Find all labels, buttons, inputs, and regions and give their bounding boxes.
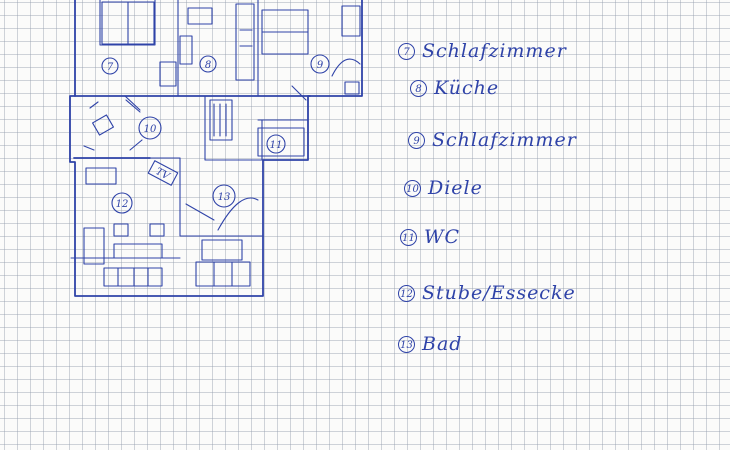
legend-item-9: 9 Schlafzimmer: [408, 127, 577, 153]
room-12-number: 12: [116, 199, 129, 210]
legend-item-8: 8 Küche: [410, 75, 499, 101]
floor-plan: 7 8 9 10 11 12 13 TV: [69, 0, 363, 297]
legend-label: Küche: [434, 77, 500, 99]
legend-item-7: 7 Schlafzimmer: [398, 38, 567, 64]
legend-number-badge: 7: [398, 42, 415, 60]
room-7-furniture: [101, 1, 177, 111]
room-10-number: 10: [144, 124, 157, 135]
room-8-furniture: [179, 3, 255, 81]
room-8-number: 8: [205, 60, 211, 71]
legend-label: WC: [424, 226, 461, 248]
room-7-marker: 7: [101, 57, 119, 75]
legend-number-badge: 8: [410, 79, 427, 97]
legend-label: Schlafzimmer: [432, 129, 577, 151]
room-12-furniture: [83, 160, 179, 287]
room-11-number: 11: [270, 140, 283, 151]
legend-item-13: 13 Bad: [398, 331, 462, 357]
legend-number-badge: 12: [398, 284, 415, 302]
legend-number-badge: 9: [408, 131, 425, 149]
room-11-marker: 11: [266, 134, 286, 154]
room-11-furniture: [209, 85, 307, 157]
interior-walls: [70, 0, 309, 259]
legend-label: Diele: [428, 177, 483, 199]
room-9-number: 9: [317, 60, 324, 71]
room-13-furniture: [185, 197, 259, 287]
legend-number-badge: 11: [400, 228, 417, 246]
legend-item-11: 11 WC: [400, 224, 460, 250]
room-10-furniture: [83, 99, 143, 151]
room-10-marker: 10: [138, 116, 162, 140]
legend-label: Stube/Essecke: [422, 282, 576, 304]
legend-number-badge: 13: [398, 335, 415, 353]
room-13-marker: 13: [212, 184, 236, 208]
room-12-marker: 12: [111, 192, 133, 214]
room-9-furniture: [261, 5, 361, 95]
room-13-number: 13: [218, 192, 231, 203]
legend-label: Schlafzimmer: [422, 40, 567, 62]
room-legend: 7 Schlafzimmer 8 Küche 9 Schlafzimmer 10…: [398, 36, 718, 366]
legend-item-12: 12 Stube/Essecke: [398, 280, 576, 306]
room-9-marker: 9: [310, 54, 330, 74]
room-7-number: 7: [107, 62, 114, 73]
legend-item-10: 10 Diele: [404, 175, 483, 201]
room-8-marker: 8: [199, 55, 217, 73]
legend-number-badge: 10: [404, 179, 421, 197]
legend-label: Bad: [422, 333, 463, 355]
